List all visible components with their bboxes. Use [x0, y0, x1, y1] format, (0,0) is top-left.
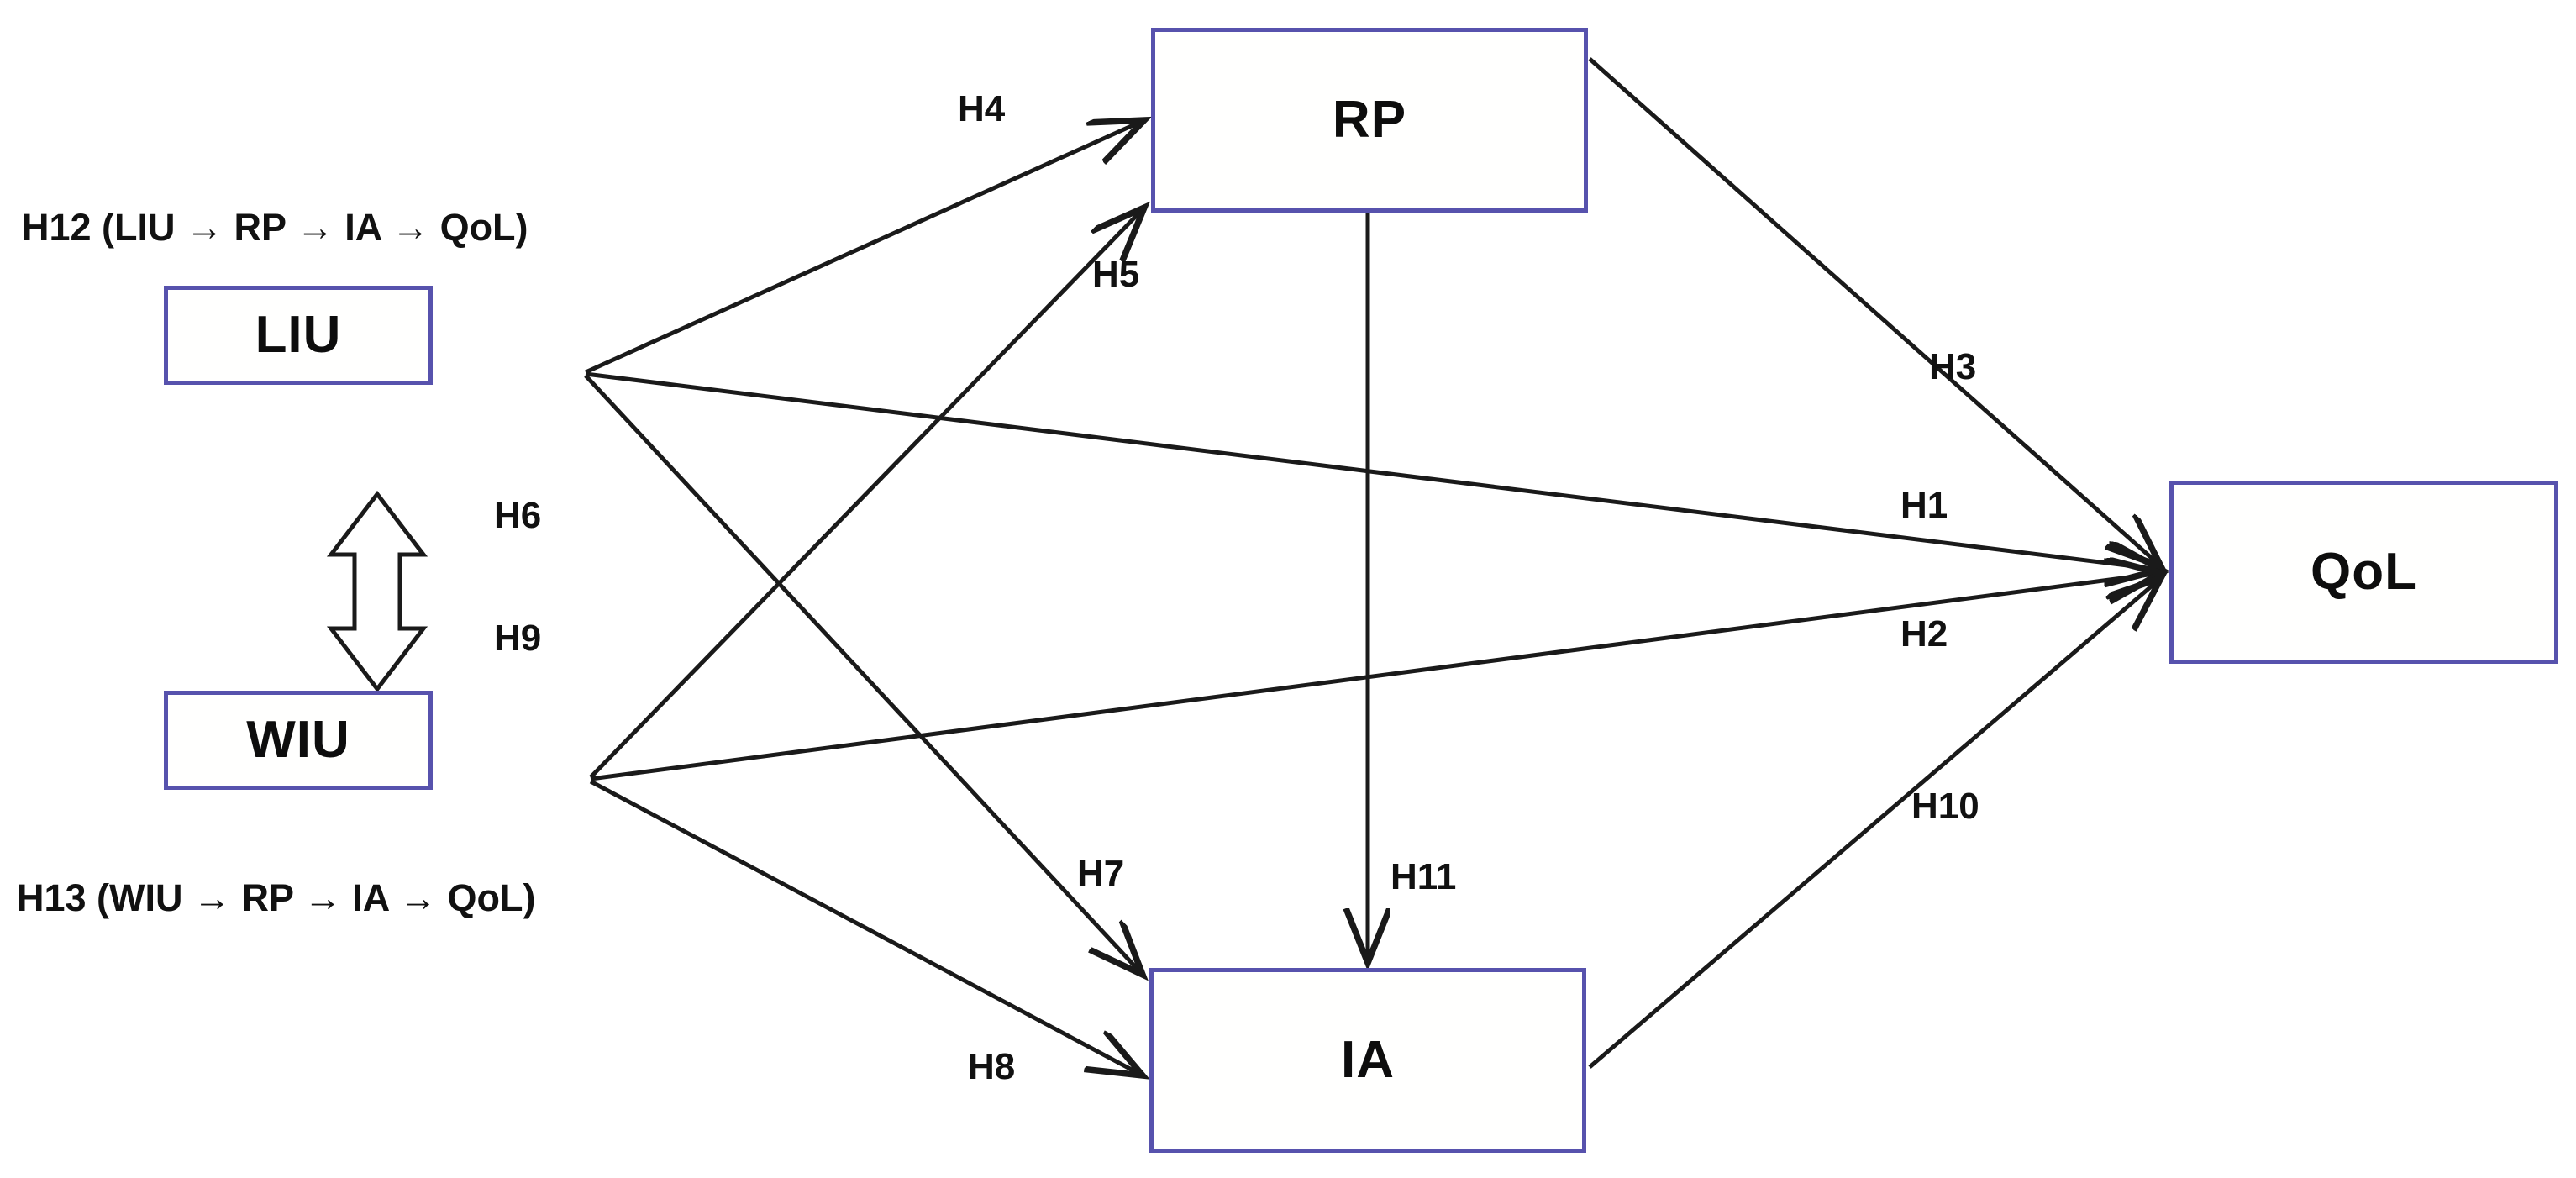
node-liu[interactable]: LIU [164, 286, 433, 385]
edge-h6-h9-double-arrow [326, 490, 428, 693]
edge-h2 [590, 573, 2161, 781]
edge-label-h1: H1 [1900, 485, 1948, 526]
edge-label-h7: H7 [1077, 853, 1125, 894]
edge-label-h10: H10 [1911, 786, 1979, 827]
path-label-h13: H13 (WIU → RP → IA → QoL) [17, 876, 536, 919]
edge-h1 [585, 371, 2161, 570]
node-ia[interactable]: IA [1149, 968, 1586, 1153]
path-label-h12: H12 (LIU → RP → IA → QoL) [22, 206, 528, 249]
edge-label-h2: H2 [1900, 613, 1948, 655]
edge-label-h4: H4 [958, 88, 1006, 129]
node-qol[interactable]: QoL [2169, 481, 2558, 664]
edge-label-h6: H6 [494, 495, 542, 536]
node-rp[interactable]: RP [1151, 28, 1588, 213]
edge-label-h11: H11 [1391, 856, 1457, 897]
edge-h7 [584, 374, 1143, 975]
edge-label-h3: H3 [1929, 346, 1977, 387]
edge-label-h9: H9 [494, 618, 542, 659]
edge-h8 [589, 779, 1143, 1075]
node-wiu-label: WIU [246, 711, 350, 769]
edge-h4 [584, 120, 1144, 375]
node-liu-label: LIU [255, 306, 342, 364]
edge-h5 [589, 208, 1144, 779]
edge-label-h5: H5 [1092, 254, 1140, 295]
node-ia-label: IA [1341, 1031, 1395, 1089]
node-qol-label: QoL [2311, 543, 2417, 601]
node-wiu[interactable]: WIU [164, 691, 433, 790]
edge-h3 [1588, 57, 2161, 566]
node-rp-label: RP [1332, 91, 1407, 149]
edge-label-h8: H8 [968, 1046, 1016, 1087]
edge-h10 [1588, 578, 2161, 1069]
